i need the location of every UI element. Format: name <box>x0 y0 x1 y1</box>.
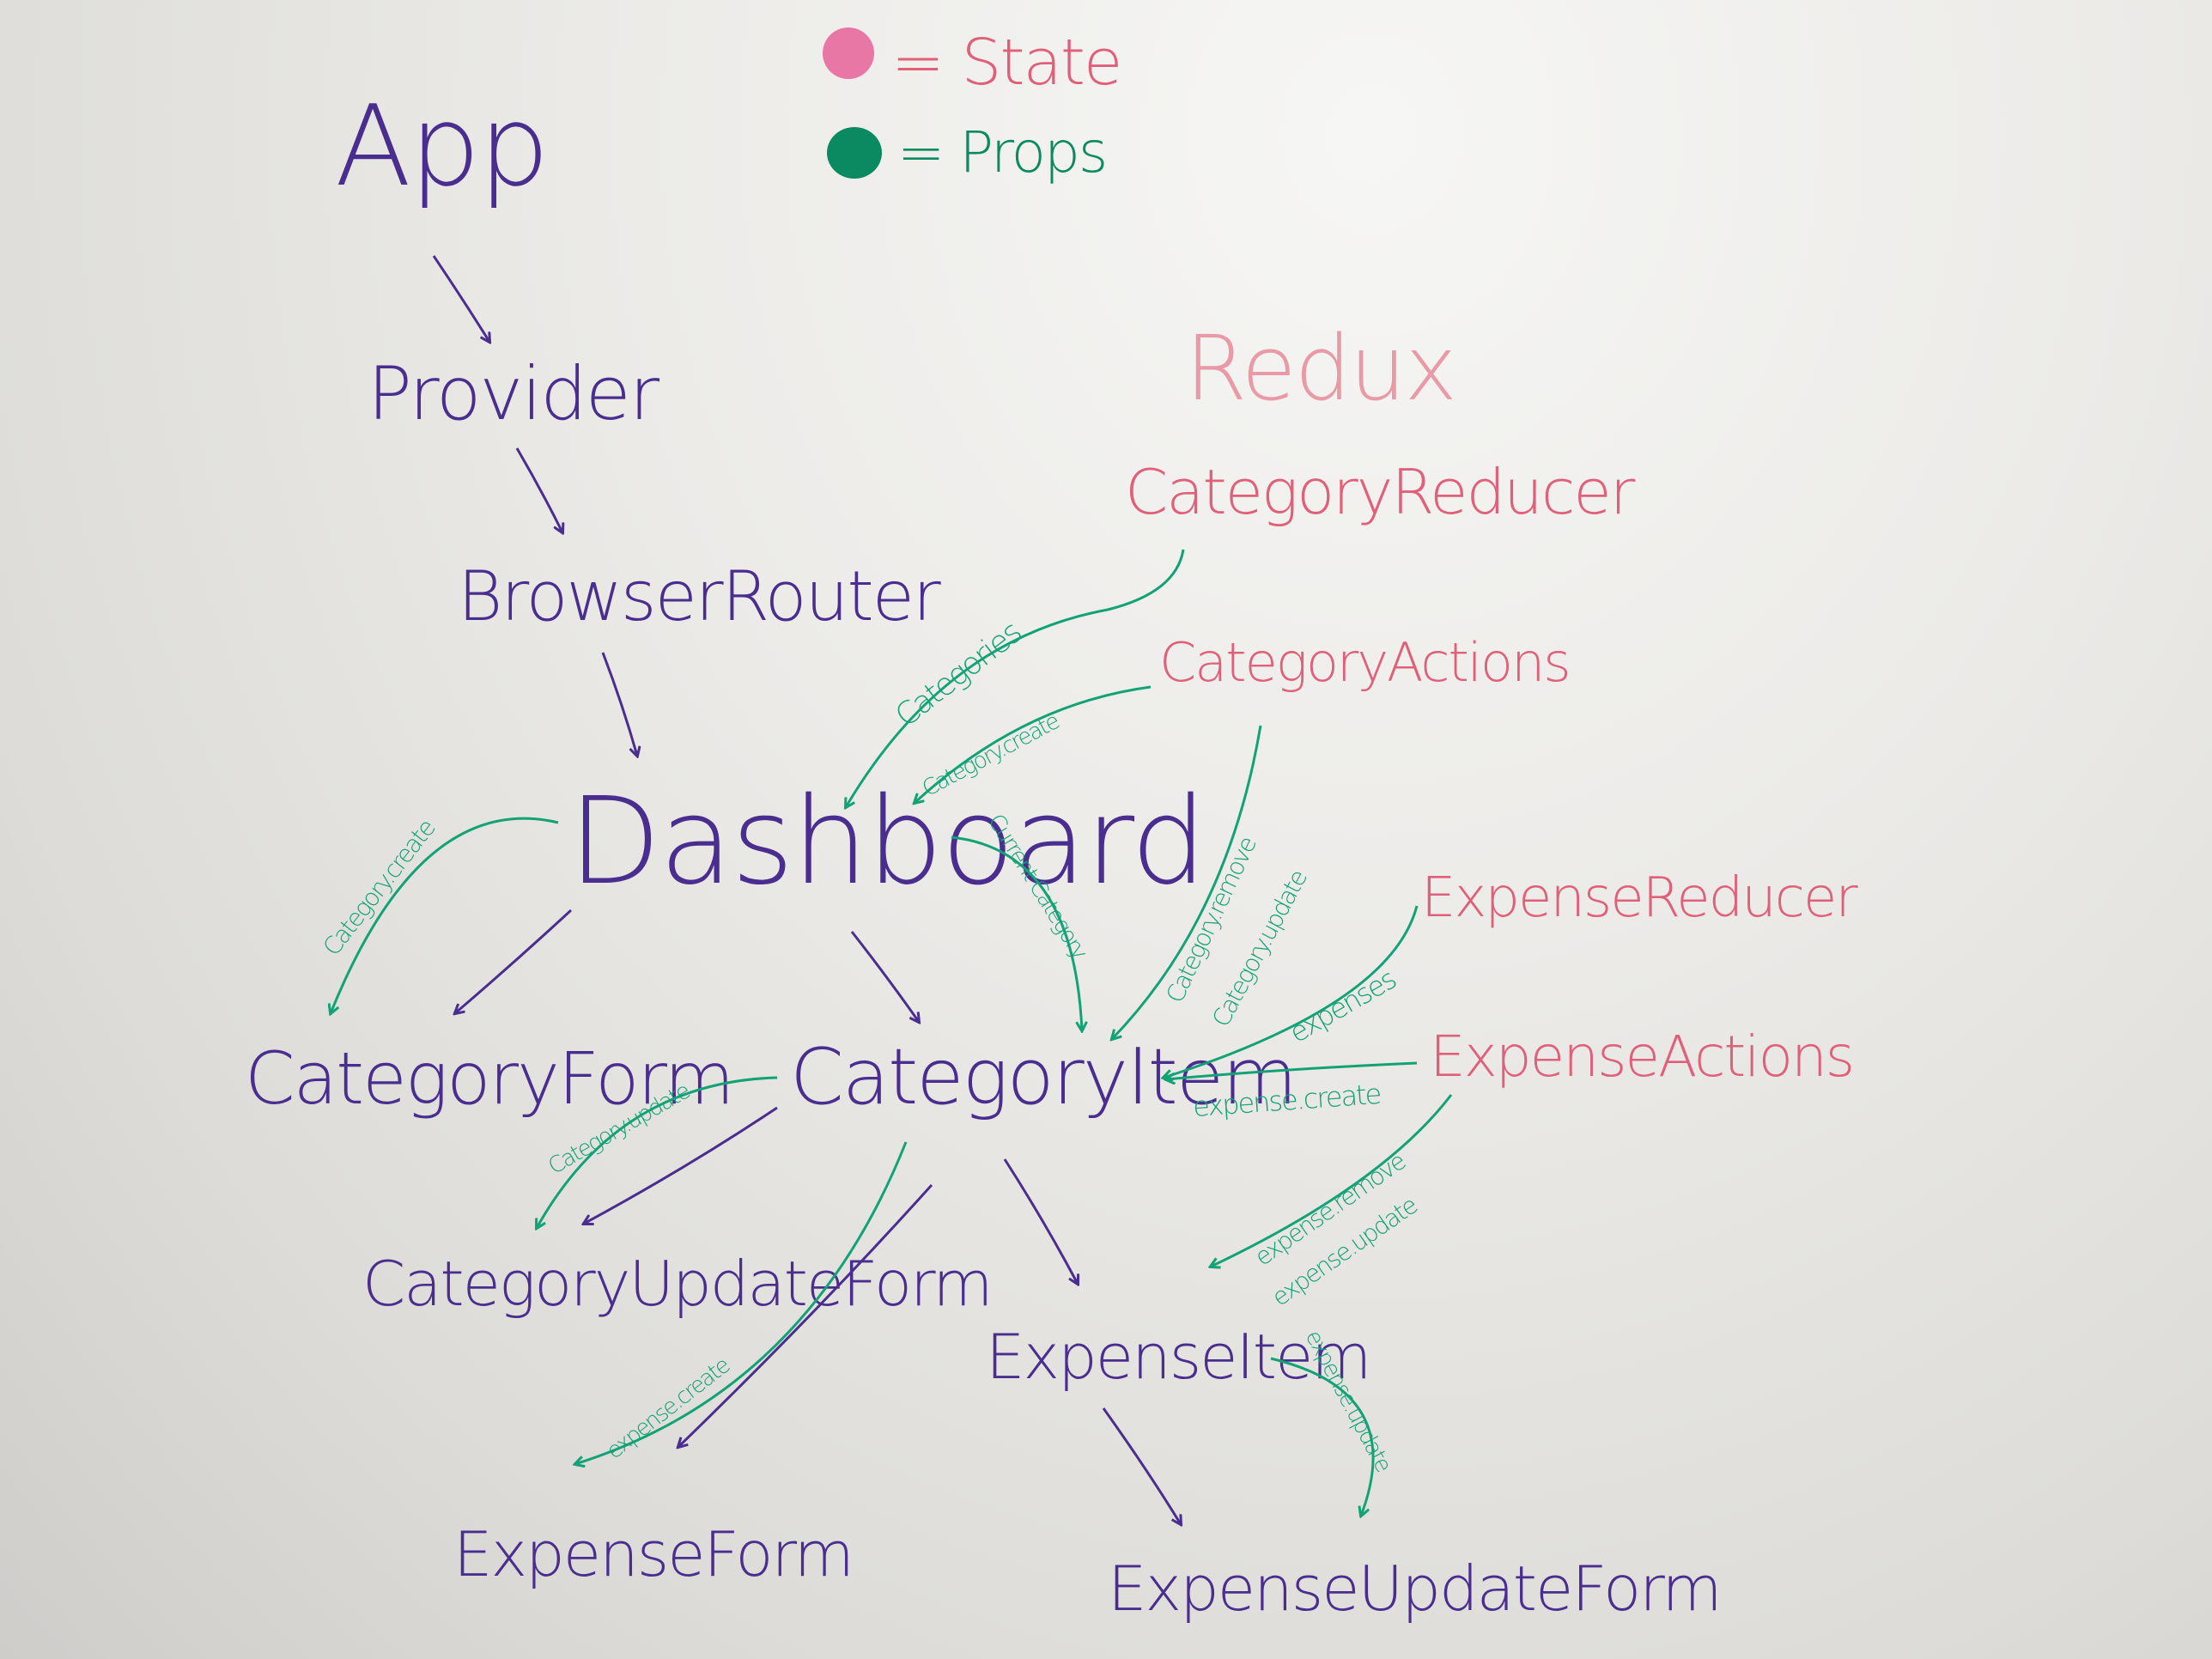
arrow-provider-browserrouter <box>515 447 562 532</box>
props-label-expenses: expenses <box>1284 963 1401 1049</box>
component-category-form: CategoryForm <box>245 1036 732 1121</box>
state-category-reducer: CategoryReducer <box>1125 456 1636 528</box>
state-expense-reducer: ExpenseReducer <box>1421 866 1858 930</box>
component-provider: Provider <box>368 351 660 437</box>
arrow-dashboard-categoryform <box>331 817 559 1013</box>
component-browser-router: BrowserRouter <box>458 556 941 636</box>
arrow-categoryitem-categoryupdateform <box>537 1076 778 1228</box>
arrow-expenseitem-expenseupdateform <box>1270 1357 1375 1516</box>
props-label-expense-create-bottom: expense.create <box>602 1352 735 1464</box>
arrow-categoryactions-dashboard <box>915 685 1152 803</box>
tree-arrows <box>432 255 1181 1524</box>
arrow-dashboard-categoryitem <box>951 836 1082 1030</box>
state-expense-actions: ExpenseActions <box>1430 1024 1853 1090</box>
props-swatch <box>827 127 882 179</box>
state-category-actions: CategoryActions <box>1159 631 1570 694</box>
component-category-item: CategoryItem <box>790 1032 1296 1122</box>
component-expense-update-form: ExpenseUpdateForm <box>1108 1553 1721 1625</box>
arrow-categoryreducer-dashboard <box>846 549 1185 807</box>
legend-props-label: = Props <box>897 119 1106 185</box>
arrow-categoryactions-categoryitem <box>1112 725 1262 1039</box>
state-labels: CategoryReducer CategoryActions ExpenseR… <box>1125 456 1860 1090</box>
arrow-dashboard-categoryform <box>455 908 573 1013</box>
legend-state-label: = State <box>891 26 1121 100</box>
component-app: App <box>335 81 548 211</box>
component-expense-item: ExpenseItem <box>986 1321 1370 1393</box>
redux-header: Redux <box>1185 316 1455 421</box>
arrow-categoryitem-expenseform <box>678 1183 933 1447</box>
arrow-categoryitem-categoryupdateform <box>584 1106 778 1224</box>
legend: = State = Props <box>823 26 1122 185</box>
component-expense-form: ExpenseForm <box>453 1518 853 1590</box>
props-label-category-create-left: Category.create <box>318 814 441 961</box>
arrow-browserrouter-dashboard <box>601 652 637 756</box>
arrow-dashboard-categoryitem <box>850 931 919 1022</box>
arrow-categoryitem-expenseform <box>575 1141 908 1464</box>
state-swatch <box>823 27 874 79</box>
props-arrows <box>331 549 1453 1516</box>
arrow-app-provider <box>432 255 489 342</box>
component-labels: App Provider BrowserRouter Dashboard Cat… <box>245 81 1723 1625</box>
arrow-expenseactions-categoryitem <box>1166 1061 1418 1079</box>
arrow-expenseitem-expenseupdateform <box>1102 1407 1181 1524</box>
arrow-expensereducer-categoryitem <box>1164 905 1419 1078</box>
component-category-update-form: CategoryUpdateForm <box>362 1248 992 1320</box>
component-dashboard: Dashboard <box>568 772 1206 912</box>
arrow-categoryitem-expenseitem <box>1003 1158 1078 1284</box>
arrow-expenseactions-expenseitem <box>1211 1094 1453 1267</box>
